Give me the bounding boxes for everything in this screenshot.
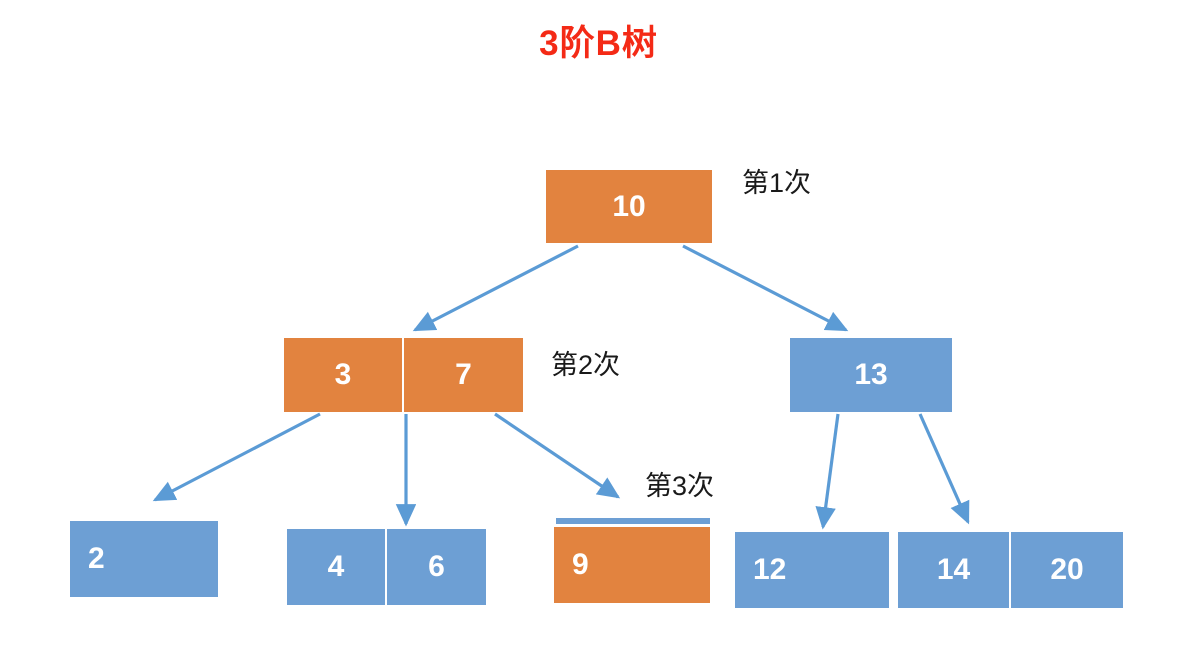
- node-13[interactable]: 13: [790, 338, 952, 412]
- node-3-7[interactable]: 3 7: [284, 338, 523, 412]
- node-cell[interactable]: 4: [287, 529, 387, 605]
- page-title: 3阶B树: [539, 24, 658, 63]
- edge-3-7-to-2: [152, 412, 321, 502]
- node-cell[interactable]: 14: [898, 532, 1011, 608]
- node-cell[interactable]: 6: [387, 529, 486, 605]
- edge-3-7-to-9: [494, 412, 621, 499]
- node-cell[interactable]: 20: [1011, 532, 1123, 608]
- leaf-2[interactable]: 2: [70, 521, 218, 597]
- leaf-14-20[interactable]: 14 20: [898, 532, 1123, 608]
- node-root[interactable]: 10: [546, 170, 712, 243]
- node-cell[interactable]: 2: [70, 521, 218, 597]
- step-label-2: 第2次: [551, 350, 621, 380]
- node-cell[interactable]: 13: [790, 338, 952, 412]
- node-cell[interactable]: 7: [404, 338, 523, 412]
- leaf-9[interactable]: 9: [554, 527, 710, 603]
- edge-root-to-3-7: [412, 244, 579, 332]
- edge-13-to-12: [815, 413, 840, 530]
- node-cell[interactable]: 10: [546, 170, 712, 243]
- leaf-4-6[interactable]: 4 6: [287, 529, 486, 605]
- edge-root-to-13: [682, 244, 849, 332]
- edge-13-to-14-20: [918, 413, 970, 525]
- step-label-1: 第1次: [742, 168, 812, 198]
- node-cell[interactable]: 3: [284, 338, 404, 412]
- node-cell[interactable]: 12: [735, 532, 889, 608]
- step-label-3: 第3次: [645, 471, 715, 501]
- leaf-9-top-strip: [556, 518, 710, 524]
- node-cell[interactable]: 9: [554, 527, 710, 603]
- leaf-12[interactable]: 12: [735, 532, 889, 608]
